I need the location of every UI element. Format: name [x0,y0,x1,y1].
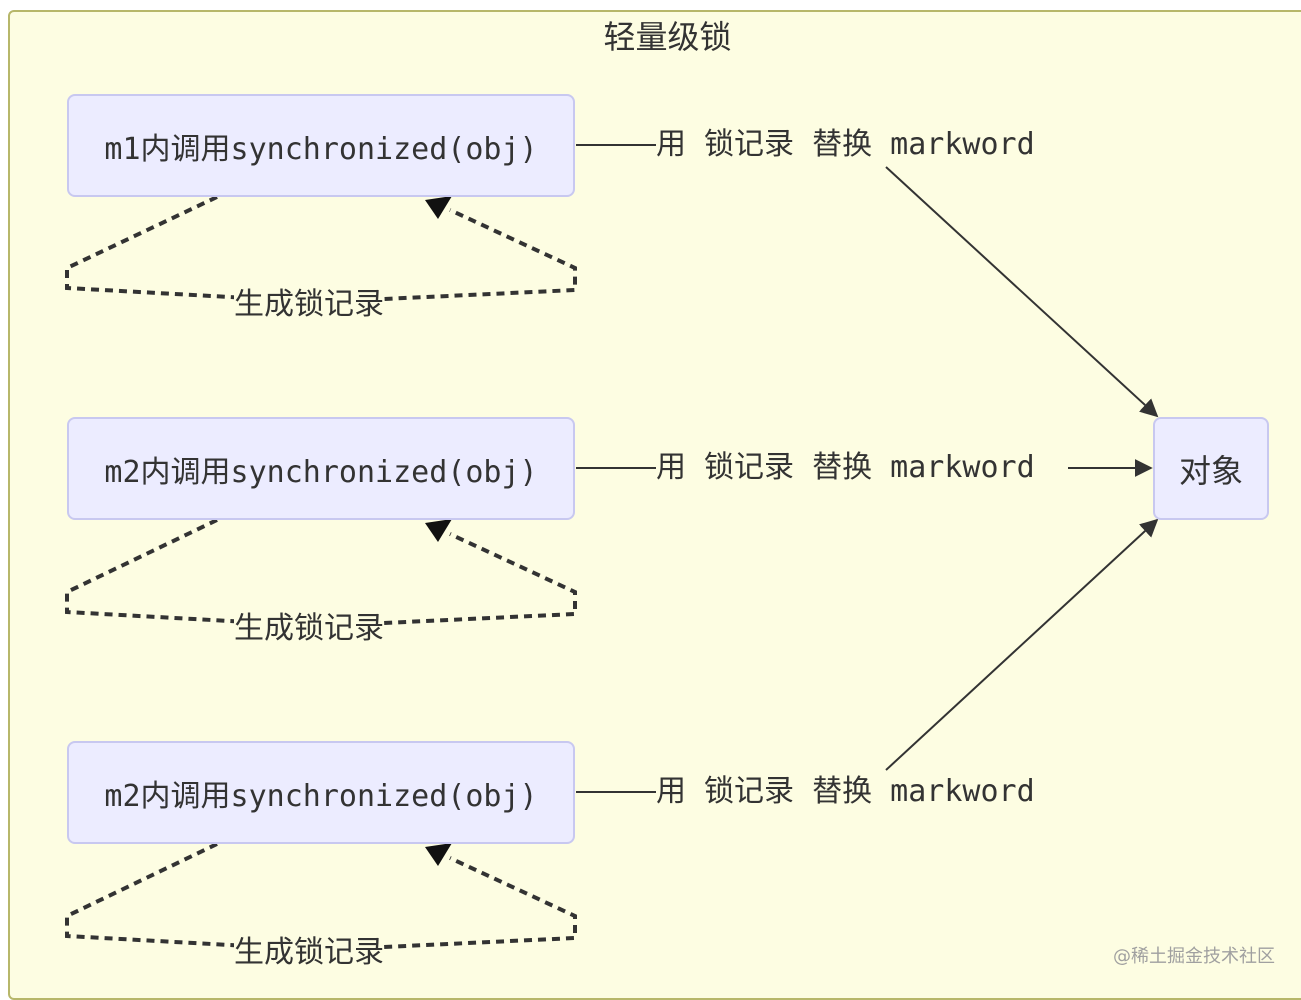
node-m1-call: m1内调用synchronized(obj) [67,94,575,197]
edge-label-generate-2: 生成锁记录 [234,611,384,647]
edge-label-generate-3: 生成锁记录 [234,935,384,971]
edge-label-replace-2: 用 锁记录 替换 markword [656,450,1035,486]
node-object: 对象 [1153,417,1269,520]
self-loop-3-arrowhead [425,843,452,866]
edge-m1-to-object [885,166,1159,418]
edge-label-replace-1: 用 锁记录 替换 markword [656,127,1035,163]
node-m2-call-b: m2内调用synchronized(obj) [67,741,575,844]
edge-label-replace-3: 用 锁记录 替换 markword [656,774,1035,810]
watermark-text: @稀土掘金技术社区 [1113,946,1275,967]
self-loop-1-arrowhead [425,196,452,219]
edge-m2b-to-object [885,518,1159,771]
self-loop-2-arrowhead [425,519,452,542]
node-m2-call-a: m2内调用synchronized(obj) [67,417,575,520]
group-title: 轻量级锁 [603,18,732,56]
edge-label-generate-1: 生成锁记录 [234,287,384,323]
